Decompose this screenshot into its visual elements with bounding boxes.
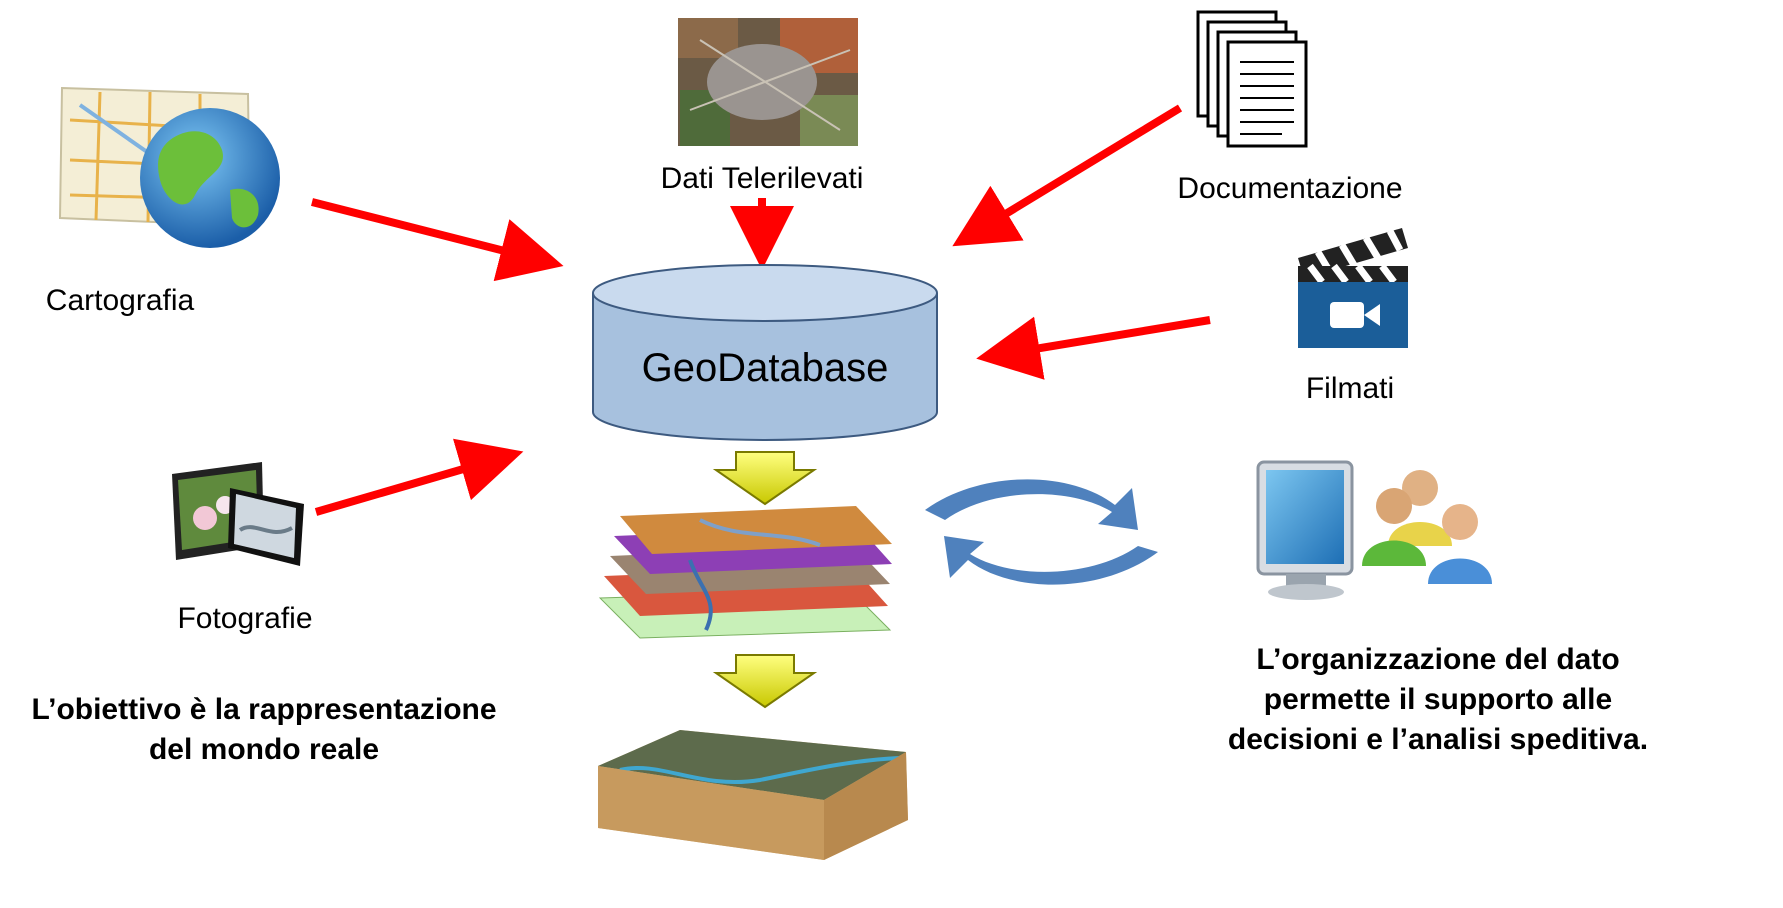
- caption-right-line-3: decisioni e l’analisi speditiva.: [1227, 723, 1649, 756]
- caption-left-line-2: del mondo reale: [148, 733, 380, 766]
- refresh-cycle-icon: [925, 479, 1158, 585]
- documentazione-label: Documentazione: [1177, 172, 1403, 205]
- arrow-documentazione: [952, 104, 1183, 247]
- arrow-cartografia: [311, 198, 564, 282]
- arrow-filmati: [976, 316, 1211, 380]
- caption-left: L’obiettivo è la rappresentazione del mo…: [0, 690, 528, 770]
- video-clapper-icon: [1298, 228, 1408, 348]
- filmati-label: Filmati: [1305, 372, 1395, 405]
- caption-right-line-2: permette il supporto alle: [1263, 683, 1613, 716]
- fotografie-label: Fotografie: [177, 602, 313, 635]
- documents-icon: [1196, 10, 1308, 148]
- caption-right: L’organizzazione del dato permette il su…: [1100, 640, 1776, 760]
- map-layers-icon: [598, 506, 892, 639]
- map-globe-icon: [58, 86, 280, 248]
- geodatabase-cylinder: [592, 264, 938, 441]
- terrain-3d-icon: [598, 730, 908, 860]
- flow-arrow-down-2: [712, 654, 818, 709]
- caption-right-line-1: L’organizzazione del dato: [1256, 643, 1620, 676]
- caption-left-line-1: L’obiettivo è la rappresentazione: [31, 693, 497, 726]
- arrow-fotografie: [314, 438, 524, 516]
- cartografia-label: Cartografia: [45, 284, 195, 317]
- computer-users-icon: [1256, 460, 1492, 600]
- flow-arrow-down-1: [712, 451, 818, 506]
- geodatabase-label: GeoDatabase: [641, 346, 889, 390]
- telerilevati-label: Dati Telerilevati: [660, 162, 864, 195]
- photos-icon: [172, 462, 304, 566]
- satellite-image-icon: [678, 18, 858, 146]
